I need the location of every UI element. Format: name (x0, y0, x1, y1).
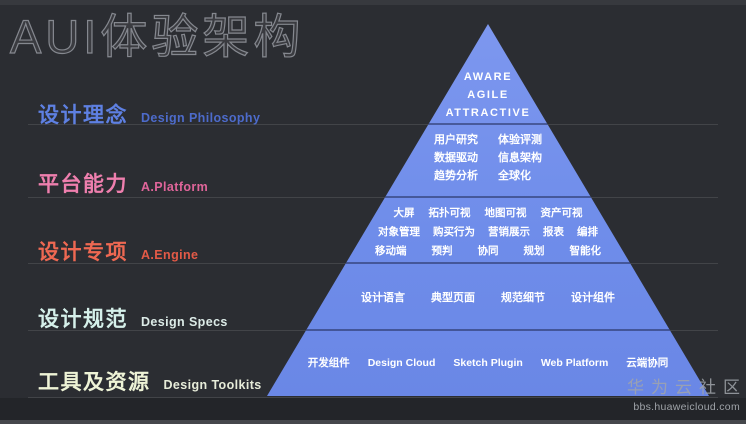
tier2-item: 用户研究 (434, 134, 478, 146)
tier3-item: 智能化 (569, 245, 602, 257)
bottom-band (0, 398, 746, 424)
pyramid-tier-platform: 用户研究 数据驱动 趋势分析 体验评测 信息架构 全球化 (267, 131, 709, 185)
tier4-item: 规范细节 (501, 292, 545, 304)
tier3-item: 大屏 (393, 207, 415, 219)
tier5-item: 云端协同 (626, 357, 669, 369)
tier2-item: 全球化 (498, 170, 531, 182)
tier3-item: 拓扑可视 (428, 207, 471, 219)
tier2-column-right: 体验评测 信息架构 全球化 (498, 131, 542, 185)
pyramid-divider (267, 329, 709, 331)
label-zh-specs: 设计规范 (38, 308, 128, 331)
pyramid-tier-philosophy: AWARE AGILE ATTRACTIVE (267, 68, 709, 122)
tier2-column-left: 用户研究 数据驱动 趋势分析 (434, 131, 478, 185)
tier4-item: 设计语言 (361, 292, 405, 304)
pyramid-tier-specs: 设计语言 典型页面 规范细节 设计组件 (267, 290, 709, 306)
pyramid-divider (267, 262, 709, 264)
tier3-item: 对象管理 (378, 226, 420, 238)
pyramid-divider (267, 123, 709, 125)
bottom-edge-strip (0, 420, 746, 424)
tier3-item: 预判 (431, 245, 453, 257)
tier3-row: 大屏 拓扑可视 地图可视 资产可视 (267, 204, 709, 223)
pyramid-tier-toolkits: 开发组件 Design Cloud Sketch Plugin Web Plat… (267, 355, 709, 371)
tier2-item: 趋势分析 (434, 170, 478, 182)
tier5-item: Design Cloud (367, 357, 436, 369)
tier5-item: 开发组件 (307, 357, 350, 369)
tier-boundary-line (28, 397, 718, 398)
tier1-word: AGILE (467, 89, 509, 101)
top-edge-strip (0, 0, 746, 5)
tier3-item: 协同 (477, 245, 499, 257)
page-title: AUI体验架构 (9, 9, 305, 63)
label-en-design-philosophy: Design Philosophy (141, 111, 261, 125)
tier2-item: 体验评测 (498, 134, 542, 146)
label-en-toolkits: Design Toolkits (163, 378, 262, 392)
tier3-item: 资产可视 (540, 207, 583, 219)
tier4-item: 典型页面 (431, 292, 475, 304)
tier-boundary-line (28, 197, 718, 198)
watermark-url: bbs.huaweicloud.com (633, 401, 740, 413)
tier3-item: 地图可视 (484, 207, 527, 219)
pyramid-tier-engine: 大屏 拓扑可视 地图可视 资产可视 对象管理 购买行为 营销展示 报表 编排 移… (267, 204, 709, 261)
tier1-word: ATTRACTIVE (445, 107, 531, 119)
tier3-row: 移动端 预判 协同 规划 智能化 (267, 242, 709, 261)
watermark-community-name: 华为云社区 (627, 378, 746, 397)
tier3-item: 编排 (577, 226, 598, 238)
tier3-item: 购买行为 (433, 226, 475, 238)
tier3-item: 规划 (523, 245, 545, 257)
label-en-engine: A.Engine (141, 248, 199, 262)
label-specs: 设计规范 Design Specs (38, 303, 228, 333)
tier5-item: Sketch Plugin (453, 357, 523, 369)
tier2-item: 数据驱动 (434, 152, 478, 164)
pyramid-diagram: AWARE AGILE ATTRACTIVE 用户研究 数据驱动 趋势分析 体验… (267, 24, 709, 396)
watermark: 华为云社区 bbs.huaweicloud.com (627, 373, 740, 413)
tier3-item: 报表 (543, 226, 564, 238)
tier-boundary-line (28, 124, 718, 125)
pyramid-divider (267, 196, 709, 198)
tier5-item: Web Platform (540, 357, 609, 369)
label-zh-platform: 平台能力 (38, 173, 128, 196)
label-design-philosophy: 设计理念 Design Philosophy (38, 99, 260, 129)
label-en-specs: Design Specs (141, 315, 228, 329)
label-en-platform: A.Platform (141, 180, 209, 194)
tier3-row: 对象管理 购买行为 营销展示 报表 编排 (267, 223, 709, 242)
tier1-word: AWARE (463, 71, 513, 83)
label-zh-design-philosophy: 设计理念 (38, 104, 128, 127)
label-toolkits: 工具及资源 Design Toolkits (38, 366, 262, 396)
tier2-item: 信息架构 (498, 152, 542, 164)
label-zh-engine: 设计专项 (38, 241, 128, 264)
label-zh-toolkits: 工具及资源 (38, 371, 151, 394)
tier4-item: 设计组件 (571, 292, 615, 304)
tier3-item: 移动端 (375, 245, 407, 257)
label-engine: 设计专项 A.Engine (38, 236, 198, 266)
tier3-item: 营销展示 (488, 226, 530, 238)
label-platform: 平台能力 A.Platform (38, 168, 208, 198)
